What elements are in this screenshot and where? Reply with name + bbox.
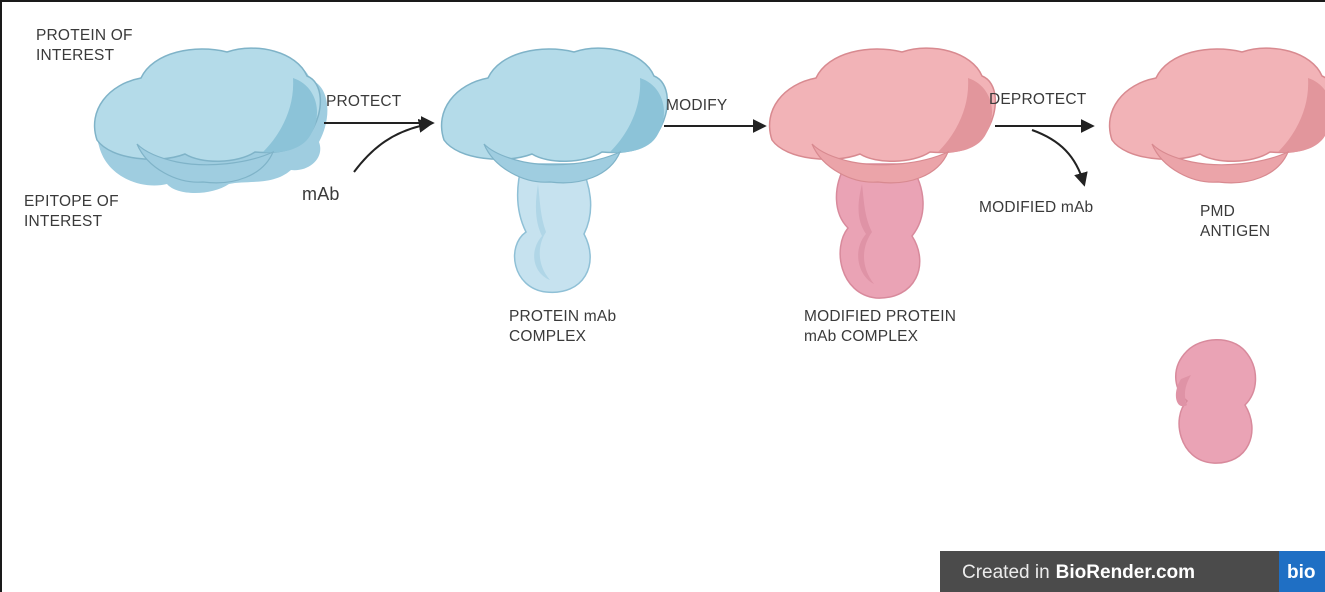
protein-of-interest-line-2: INTEREST (36, 46, 133, 66)
protein-mab-complex-shape (442, 48, 668, 292)
epitope-of-interest-line-2: INTEREST (24, 212, 119, 232)
watermark-logo-tail: bio (1279, 551, 1325, 592)
mab-label: mAb (302, 184, 340, 204)
deprotect-label: DEPROTECT (989, 90, 1086, 110)
protein-mab-complex-label: PROTEIN mAb COMPLEX (509, 307, 616, 347)
epitope-of-interest-label: EPITOPE OF INTEREST (24, 192, 119, 232)
modify-label: MODIFY (666, 96, 727, 116)
pmd-antigen-line-2: ANTIGEN (1200, 222, 1270, 242)
protect-label: PROTECT (326, 92, 401, 112)
mab-curved-arrow (354, 124, 430, 172)
modified-mab-label: MODIFIED mAb (979, 198, 1093, 218)
protein-mab-complex-line-1: PROTEIN mAb (509, 307, 616, 327)
protein-of-interest-label: PROTEIN OF INTEREST (36, 26, 133, 66)
modified-protein-mab-complex-label: MODIFIED PROTEIN mAb COMPLEX (804, 307, 956, 347)
epitope-of-interest-line-1: EPITOPE OF (24, 192, 119, 212)
pmd-antigen-shape (1110, 48, 1325, 183)
watermark-prefix: Created in (940, 562, 1050, 584)
protein-mab-complex-line-2: COMPLEX (509, 327, 616, 347)
protein-of-interest-shape (95, 48, 328, 193)
biorender-watermark[interactable]: Created in BioRender.com bio (940, 551, 1325, 592)
modified-protein-mab-complex-line-2: mAb COMPLEX (804, 327, 956, 347)
modified-protein-mab-complex-line-1: MODIFIED PROTEIN (804, 307, 956, 327)
modified-protein-mab-complex-shape (770, 48, 996, 298)
protein-of-interest-line-1: PROTEIN OF (36, 26, 133, 46)
release-curved-arrow (1032, 130, 1084, 184)
pmd-antigen-line-1: PMD (1200, 202, 1270, 222)
pmd-antigen-label: PMD ANTIGEN (1200, 202, 1270, 242)
watermark-brand: BioRender.com (1056, 562, 1195, 584)
modified-mab-shape (1176, 340, 1256, 463)
